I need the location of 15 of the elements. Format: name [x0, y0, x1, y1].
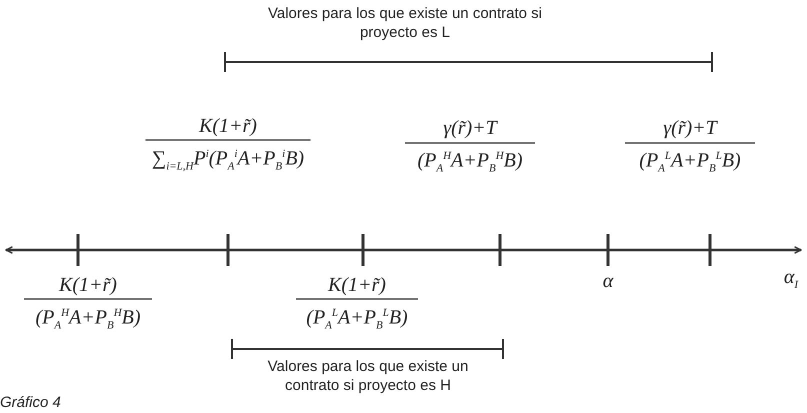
range-note: Valores para los que existe un contrato si proyecto es H: [266, 357, 470, 395]
formula-numerator: γ(r̃)+T: [662, 117, 719, 139]
formula-numerator: K(1+r̃): [58, 274, 118, 296]
figure-caption: Gráfico 4: [0, 393, 61, 412]
formula-numerator: K(1+r̃): [326, 274, 387, 296]
formula-denominator: (P$_{A}$$^{H}$A+P$_{B}$$^{H}$B): [416, 148, 524, 177]
formula-numerator: K(1+r̃): [198, 115, 258, 137]
formula-denominator: (P$_{A}$$^{L}$A+P$_{B}$$^{L}$B): [305, 306, 409, 334]
range-note: Valores para los que existe un contrato si proyecto es L: [266, 4, 544, 42]
formula-denominator: (P$_{A}$$^{H}$A+P$_{B}$$^{H}$B): [34, 306, 142, 334]
formula-denominator: ∑$_{i=L,H}$P$^{i}$(P$_{A}$$^{i}$A+P$_{B}$$^{i}$B): [150, 146, 306, 175]
axis-label: α$_{I}$: [782, 266, 800, 293]
formula-numerator: γ(r̃)+T: [442, 117, 499, 139]
axis-value-label: α: [602, 270, 614, 292]
formula-denominator: (P$_{A}$$^{L}$A+P$_{B}$$^{L}$B): [638, 148, 742, 177]
